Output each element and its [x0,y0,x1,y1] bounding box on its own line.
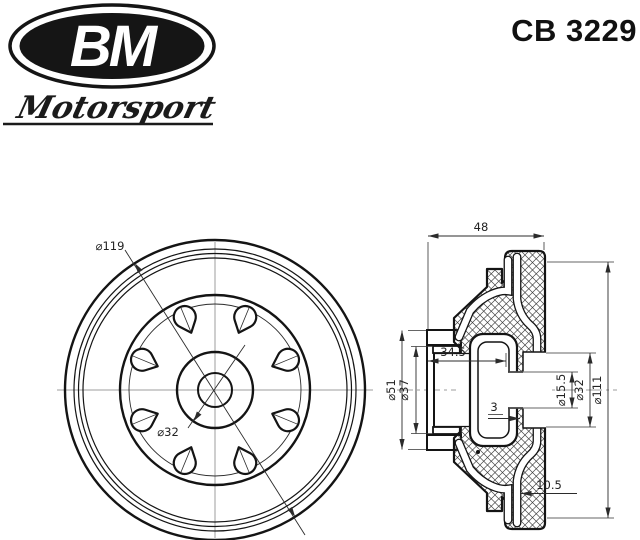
dim-label-dia37: ⌀37 [397,379,411,401]
dim-3: 3 [488,400,520,422]
dim-dia37: ⌀37 [397,346,432,434]
mounting-hole [266,344,304,378]
dim-dia32-section: ⌀32 [546,352,596,428]
groove-channel [455,253,541,527]
mounting-hole [126,344,164,378]
mounting-hole [227,441,261,479]
section-view: 48 34.5 3 ⌀51 [384,220,617,531]
dim-dia119: ⌀119 [96,239,306,536]
dim-label-dia111: ⌀111 [590,376,604,405]
mounting-hole [169,301,203,339]
dim-10-5: 10.5 [521,478,577,497]
material-dot [476,450,480,454]
center-hole-opening [508,371,524,409]
mounting-hole [169,441,203,479]
center-bore-circle [197,372,233,408]
dim-arrow [134,263,143,274]
dim-arrow [287,506,296,517]
rim-ring-circle-1 [73,248,357,532]
bm-logo: BM Motorsport [3,3,220,126]
section-dimensions: 48 34.5 3 ⌀51 [384,220,614,519]
dim-dia32-front: ⌀32 [157,344,246,439]
dim-dia15-5: ⌀15.5 [523,371,578,409]
dim-34-5: 34.5 [428,345,507,367]
front-view: ⌀119 ⌀32 [57,238,373,540]
dim-label-dia15-5: ⌀15.5 [554,374,568,407]
dim-label-dia32-front: ⌀32 [157,425,179,439]
part-number: CB 3229 [511,13,637,48]
dim-48: 48 [427,220,545,329]
rim-ring-circle-3 [82,257,348,523]
hub-tube-wall-bottom [432,426,462,435]
dim-label-10-5: 10.5 [536,478,562,492]
hub-circle [175,350,255,430]
dim-label-3: 3 [490,400,497,414]
dim-label-dia32-section: ⌀32 [572,379,586,401]
recess-contour [522,351,546,429]
dim-label-dia51: ⌀51 [384,379,398,401]
dim-label-34-5: 34.5 [440,345,466,359]
dim-label-48: 48 [474,220,489,234]
rim-ring-circle-2 [77,252,353,528]
dim-dia51: ⌀51 [384,330,426,450]
dim-label-dia119: ⌀119 [96,239,125,253]
logo-motorsport-text: Motorsport [13,89,220,125]
logo-bm-text: BM [70,14,159,79]
logo-oval-inner [19,13,205,79]
mounting-hole [266,402,304,436]
recess-opening [522,352,549,428]
dim-dia111: ⌀111 [547,261,614,519]
drum-outer-circle [63,238,367,540]
chamber-inner-wall [477,341,510,439]
face-circle [118,293,312,487]
dim-arrow [193,411,202,422]
mounting-hole [227,301,261,339]
bolt-circle [128,303,302,477]
